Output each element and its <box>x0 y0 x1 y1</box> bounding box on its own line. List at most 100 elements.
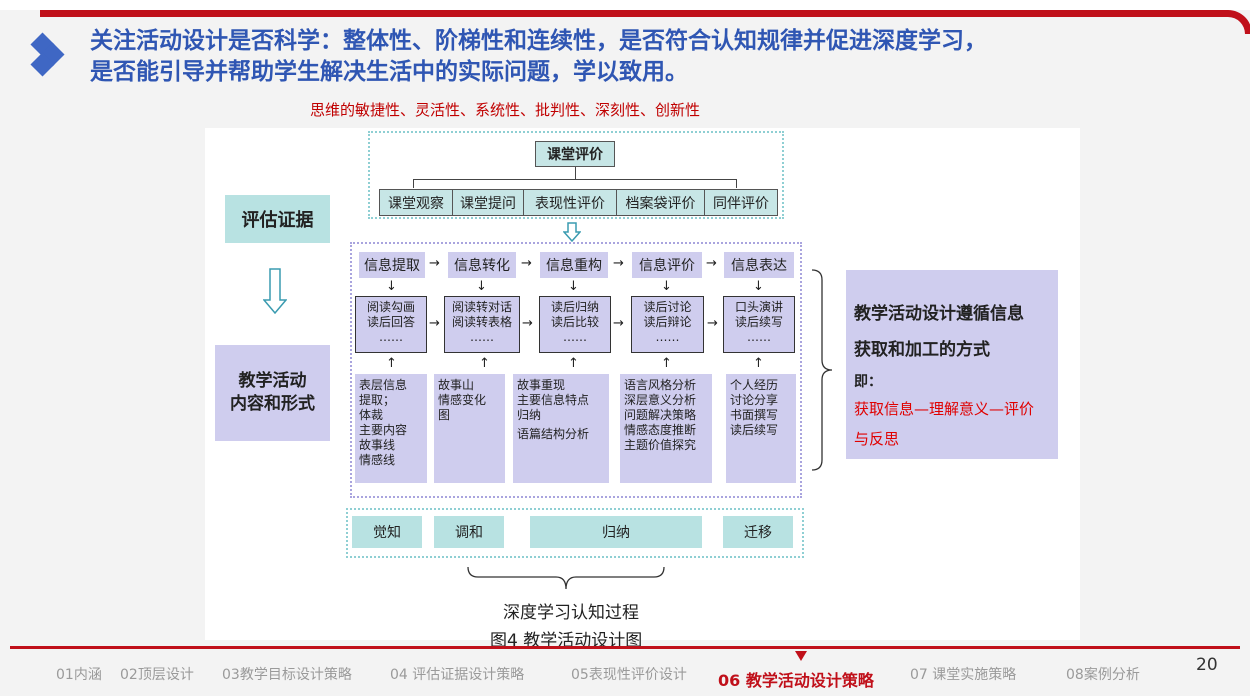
slide-heading: 关注活动设计是否科学：整体性、阶梯性和连续性，是否符合认知规律并促进深度学习， … <box>90 26 1200 88</box>
content-line: 情感变化 <box>438 393 487 407</box>
phase-container <box>346 508 804 558</box>
evaluation-evidence-label: 评估证据 <box>225 195 330 243</box>
content-line: 情感线 <box>359 453 396 467</box>
content-line: 问题解决策略 <box>624 408 697 422</box>
evaluation-item: 同伴评价 <box>705 189 778 216</box>
top-red-curve <box>40 10 1250 34</box>
evaluation-item: 表现性评价 <box>524 189 617 216</box>
box-line: …… <box>379 330 403 344</box>
stage-header: 信息评价 <box>632 252 702 278</box>
stage-header: 信息提取 <box>359 252 425 278</box>
content-line: 个人经历 <box>730 378 779 392</box>
stage-content-column: 个人经历 讨论分享 书面撰写 读后续写 <box>726 374 796 483</box>
box-line: 读后回答 <box>366 315 415 329</box>
evaluation-item: 档案袋评价 <box>617 189 705 216</box>
down-arrow-icon: ↓ <box>386 279 397 294</box>
thinking-traits: 思维的敏捷性、灵活性、系统性、批判性、深刻性、创新性 <box>310 101 701 119</box>
content-line: 图 <box>438 408 451 422</box>
connector-line <box>575 167 576 179</box>
box-line: 读后比较 <box>550 315 599 329</box>
nav-item-04[interactable]: 04 评估证据设计策略 <box>390 667 525 683</box>
heading-line-1: 关注活动设计是否科学：整体性、阶梯性和连续性，是否符合认知规律并促进深度学习， <box>90 28 987 54</box>
box-line: 口头演讲 <box>734 300 783 314</box>
down-arrow-icon: ↓ <box>661 279 672 294</box>
right-arrow-icon: → <box>613 256 624 271</box>
down-arrow-icon <box>563 222 581 242</box>
nav-item-03[interactable]: 03教学目标设计策略 <box>222 667 352 683</box>
activity-container <box>350 242 802 498</box>
nav-item-08[interactable]: 08案例分析 <box>1066 667 1140 683</box>
stage-activity-box: 阅读转对话 阅读转表格 …… <box>444 296 520 353</box>
down-arrow-icon: ↓ <box>753 279 764 294</box>
box-line: …… <box>747 330 771 344</box>
content-line: 故事重现 <box>517 378 566 392</box>
stage-activity-box: 口头演讲 读后续写 …… <box>723 296 795 353</box>
right-arrow-icon: → <box>706 256 717 271</box>
nav-item-05[interactable]: 05表现性评价设计 <box>571 667 687 683</box>
up-arrow-icon: ↑ <box>568 356 579 371</box>
content-line: 深层意义分析 <box>624 393 697 407</box>
explanation-line: 教学活动设计遵循信息 <box>854 304 1024 324</box>
content-line: 读后续写 <box>730 423 779 437</box>
box-line: 阅读转表格 <box>451 315 512 329</box>
footer-line <box>10 646 1240 649</box>
stage-content-column: 语言风格分析 深层意义分析 问题解决策略 情感态度推断 主题价值探究 <box>620 374 712 483</box>
content-line: 归纳 <box>517 408 542 422</box>
stage-header: 信息表达 <box>724 252 794 278</box>
method-explanation-box: 教学活动设计遵循信息 获取和加工的方式 即： 获取信息—理解意义—评价 与反思 <box>846 270 1058 459</box>
up-arrow-icon: ↑ <box>753 356 764 371</box>
evaluation-item: 课堂观察 <box>379 189 453 216</box>
phase-item: 迁移 <box>723 516 793 548</box>
content-line: 主要内容 <box>359 423 408 437</box>
box-line: 阅读勾画 <box>366 300 415 314</box>
box-line: …… <box>470 330 494 344</box>
top-bar <box>0 0 1250 10</box>
stage-header: 信息转化 <box>448 252 516 278</box>
content-line: 故事线 <box>359 438 396 452</box>
explanation-highlight: 与反思 <box>854 430 900 448</box>
connector-line <box>736 179 737 188</box>
content-line: 主题价值探究 <box>624 438 697 452</box>
process-caption: 深度学习认知过程 <box>503 603 639 623</box>
evaluation-items-row: 课堂观察 课堂提问 表现性评价 档案袋评价 同伴评价 <box>379 189 778 216</box>
content-line: 情感态度推断 <box>624 423 697 437</box>
nav-item-07[interactable]: 07 课堂实施策略 <box>910 667 1017 683</box>
evaluation-container <box>368 131 784 219</box>
box-line: 读后续写 <box>734 315 783 329</box>
phase-item: 觉知 <box>352 516 422 548</box>
content-line: 表层信息 <box>359 378 408 392</box>
content-line: 体裁 <box>359 408 384 422</box>
bottom-brace-icon <box>467 566 665 590</box>
box-line: 读后归纳 <box>550 300 599 314</box>
down-arrow-icon: ↓ <box>568 279 579 294</box>
content-line: 故事山 <box>438 378 475 392</box>
right-arrow-icon: → <box>522 316 533 331</box>
stage-activity-box: 阅读勾画 读后回答 …… <box>355 296 427 353</box>
right-brace-icon <box>811 269 833 471</box>
stage-activity-box: 读后归纳 读后比较 …… <box>539 296 611 353</box>
classroom-evaluation-title: 课堂评价 <box>535 141 615 167</box>
up-arrow-icon: ↑ <box>386 356 397 371</box>
box-line: 读后讨论 <box>643 300 692 314</box>
active-marker-icon <box>795 651 807 661</box>
stage-content-column: 故事重现 主要信息特点 归纳 语篇结构分析 <box>513 374 609 483</box>
nav-item-01[interactable]: 01内涵 <box>56 667 102 683</box>
connector-line <box>413 179 737 180</box>
nav-item-06-active[interactable]: 06 教学活动设计策略 <box>718 671 874 690</box>
right-arrow-icon: → <box>429 316 440 331</box>
content-line: 提取； <box>359 393 396 407</box>
right-arrow-icon: → <box>521 256 532 271</box>
phase-item: 调和 <box>434 516 504 548</box>
right-arrow-icon: → <box>429 256 440 271</box>
stage-header: 信息重构 <box>540 252 608 278</box>
stage-content-column: 表层信息 提取； 体裁 主要内容 故事线 情感线 <box>355 374 427 483</box>
stage-activity-box: 读后讨论 读后辩论 …… <box>631 296 704 353</box>
nav-item-02[interactable]: 02顶层设计 <box>120 667 194 683</box>
phase-item: 归纳 <box>530 516 702 548</box>
box-line: 读后辩论 <box>643 315 692 329</box>
page-number: 20 <box>1196 655 1218 675</box>
content-line: 语言风格分析 <box>624 378 697 392</box>
right-arrow-icon: → <box>707 316 718 331</box>
box-line: …… <box>655 330 680 344</box>
content-line: 主要信息特点 <box>517 393 590 407</box>
